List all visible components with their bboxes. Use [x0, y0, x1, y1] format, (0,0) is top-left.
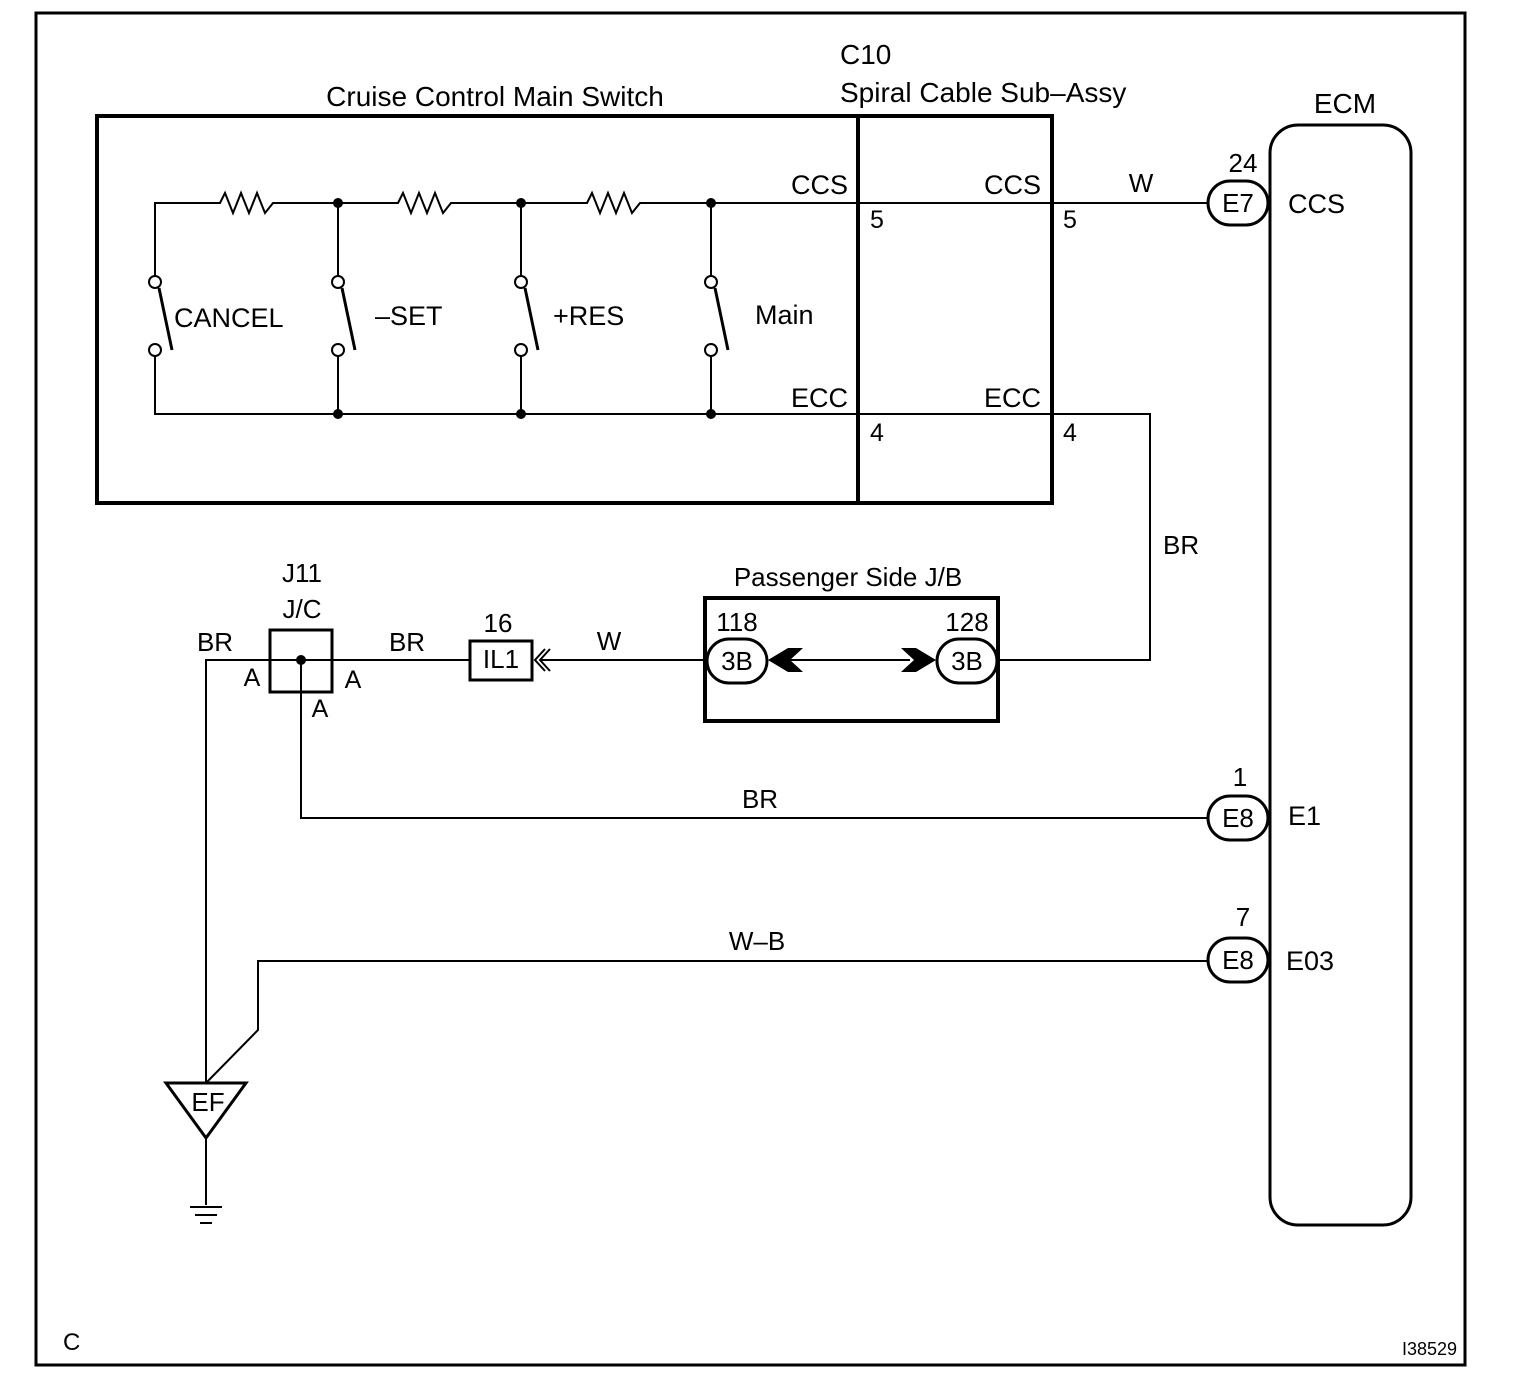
- main-switch-title: Cruise Control Main Switch: [326, 81, 664, 112]
- ecm-terminal-name: E1: [1288, 801, 1321, 831]
- ecm-title: ECM: [1314, 88, 1376, 119]
- spiral-term-ecc: ECC: [984, 383, 1041, 413]
- wire-color-label: BR: [197, 627, 233, 657]
- main-switch-pin-top: 5: [870, 206, 884, 234]
- wire-color-label: W: [597, 626, 622, 656]
- jc-node-dot: [296, 655, 306, 665]
- diagram-frame: [34, 11, 1467, 1367]
- spiral-term-ccs: CCS: [984, 170, 1041, 200]
- inline-connector-il1: IL1 16: [468, 608, 551, 682]
- jb-connector-right: [935, 637, 999, 685]
- spiral-pin-top: 5: [1063, 206, 1077, 234]
- switch-main: Main: [704, 203, 814, 414]
- ecm-box: [1268, 123, 1413, 1227]
- jb-pin-number: 118: [716, 607, 757, 637]
- wire-color-label: W–B: [729, 926, 785, 956]
- il1-pin-number: 16: [484, 608, 513, 638]
- wire-color-label: BR: [1163, 530, 1199, 560]
- switch-set: –SET: [331, 275, 443, 357]
- ecm-connector-label: E8: [1222, 803, 1254, 833]
- main-switch-box: [95, 114, 1054, 505]
- figure-id: I38529: [1402, 1339, 1457, 1359]
- jb-connector-label: 3B: [721, 646, 753, 676]
- ecm-connector-label: E7: [1222, 188, 1254, 218]
- main-switch-term-ccs: CCS: [791, 170, 848, 200]
- main-switch-term-ecc: ECC: [791, 383, 848, 413]
- ecm-pin-number: 7: [1236, 902, 1250, 932]
- wire-color-label: BR: [389, 627, 425, 657]
- junction-connector-j11: J11 J/C A A A: [244, 558, 362, 723]
- jb-title: Passenger Side J/B: [734, 562, 962, 592]
- ecm: ECM E7 24 CCS E8 1 E1 E8 7 E03: [1206, 88, 1413, 1227]
- jc-pin-right: A: [345, 666, 362, 694]
- ecm-pin-number: 24: [1229, 148, 1258, 178]
- jc-pin-left: A: [244, 664, 261, 692]
- bottom-rail: [154, 348, 1151, 661]
- wire-e03-to-ground: [205, 960, 1208, 1084]
- switch-label: –SET: [375, 301, 443, 331]
- spiral-pin-bottom: 4: [1063, 419, 1077, 447]
- spiral-cable-code: C10: [840, 39, 891, 70]
- jb-arrow-left-icon: [768, 648, 803, 672]
- il1-plug-icon: [533, 648, 551, 672]
- ground-triangle: [163, 1081, 249, 1141]
- main-switch-pin-bottom: 4: [870, 419, 884, 447]
- ground-label: EF: [191, 1087, 224, 1117]
- wire-jc-to-e1: [300, 692, 1208, 819]
- jb-connector-label: 3B: [951, 646, 983, 676]
- jc-pin-bottom: A: [312, 695, 329, 723]
- section-letter: C: [63, 1329, 80, 1356]
- jb-arrow-right-icon: [901, 648, 936, 672]
- ecm-terminal-name: E03: [1286, 946, 1334, 976]
- switch-label: CANCEL: [174, 303, 284, 333]
- spiral-cable-title: Spiral Cable Sub–Assy: [840, 77, 1126, 108]
- switch-cancel: CANCEL: [148, 203, 339, 414]
- switch-label: Main: [755, 300, 814, 330]
- ecm-pin-number: 1: [1233, 762, 1247, 792]
- cruise-control-main-switch: Cruise Control Main Switch CANCEL –SET: [95, 81, 1208, 661]
- il1-label: IL1: [483, 644, 519, 674]
- switch-res: +RES: [514, 203, 624, 414]
- passenger-side-jb: Passenger Side J/B 3B 118 3B 128: [703, 562, 1000, 723]
- wire-color-label: W: [1129, 168, 1154, 198]
- wire-color-label: BR: [742, 784, 778, 814]
- jb-pin-number: 128: [945, 607, 988, 637]
- switch-label: +RES: [553, 301, 624, 331]
- ecm-terminal-name: CCS: [1288, 189, 1345, 219]
- ecm-connector-label: E8: [1222, 945, 1254, 975]
- top-rail: [154, 190, 1208, 284]
- wire-jc-to-ground: [205, 659, 270, 1083]
- ecm-connector: [1206, 179, 1270, 227]
- ground-ef: EF: [163, 1081, 249, 1224]
- jc-code: J11: [282, 558, 322, 588]
- jc-title: J/C: [283, 594, 322, 624]
